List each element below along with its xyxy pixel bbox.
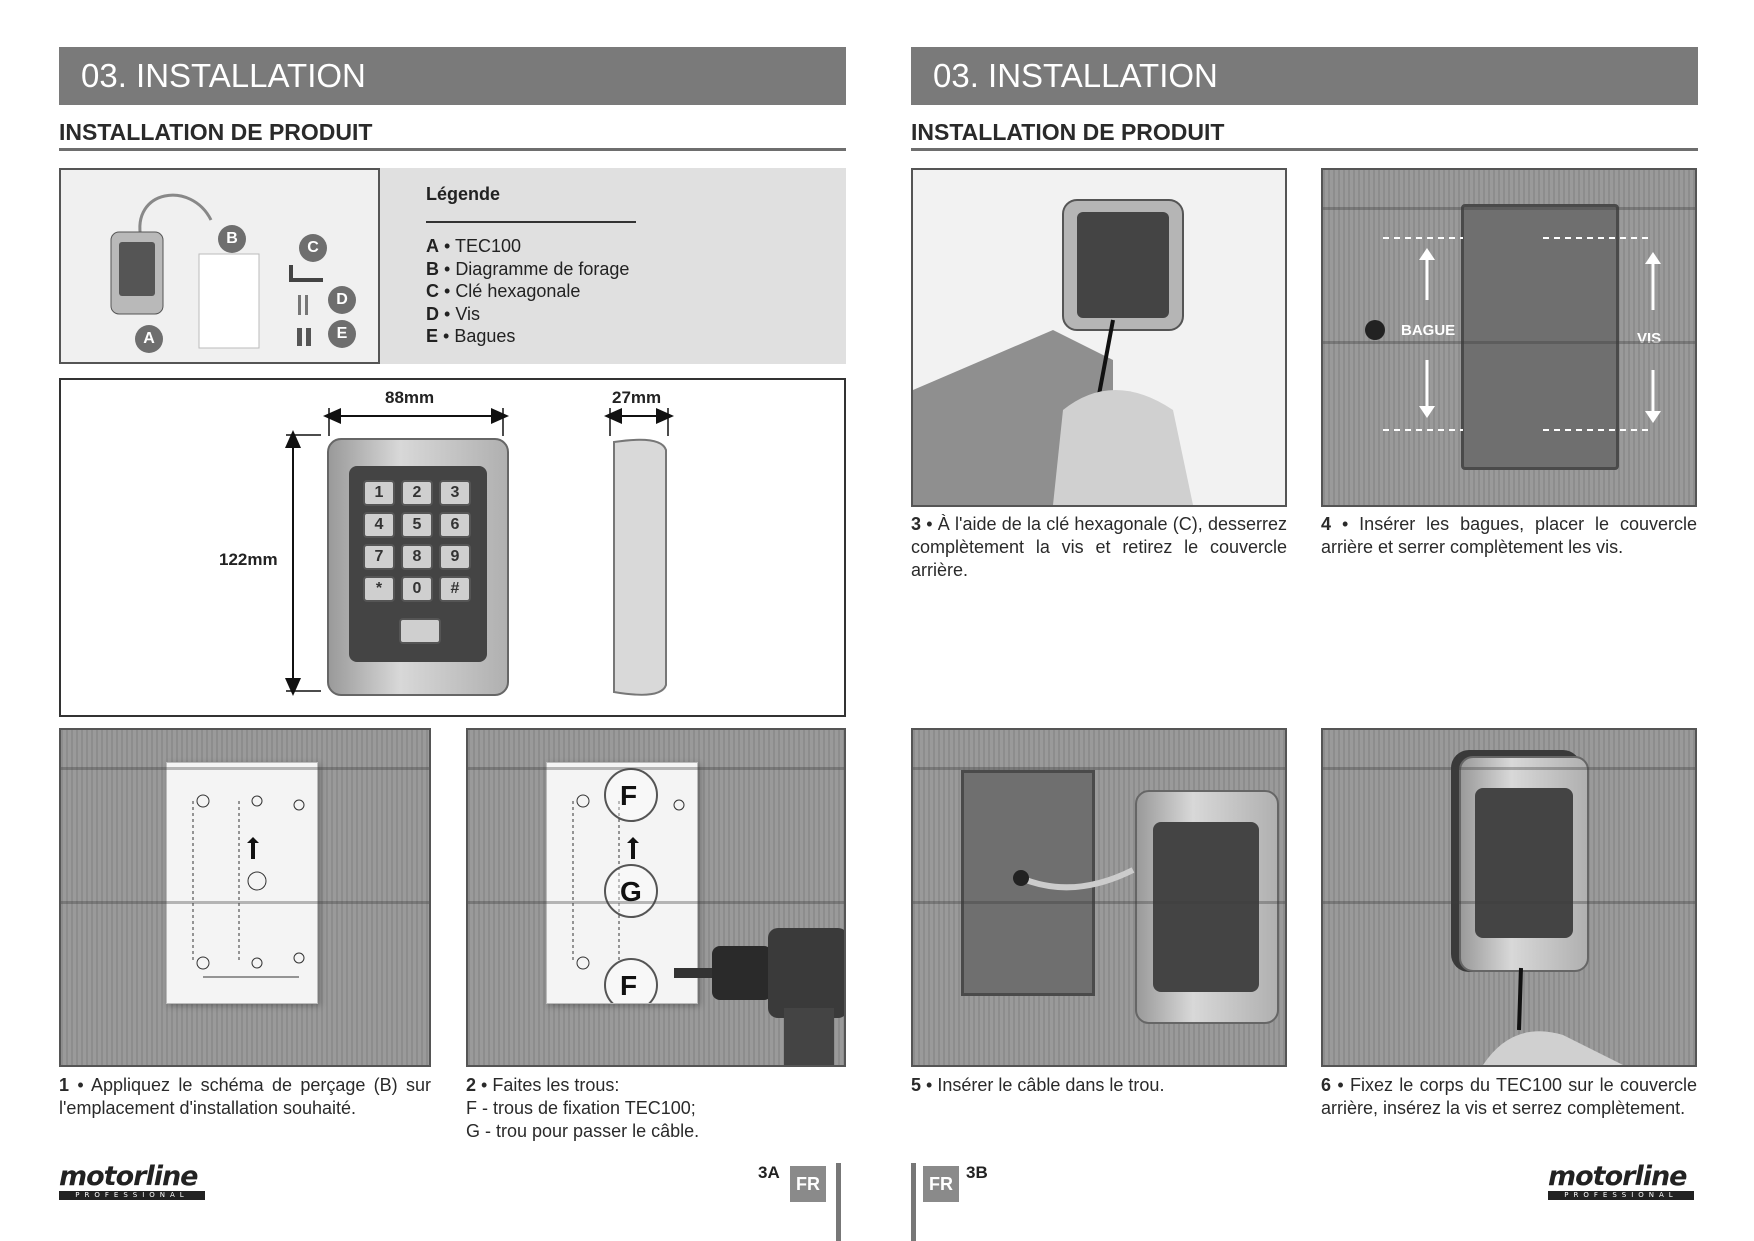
keypad-key: 9 bbox=[439, 544, 471, 570]
step6-photo bbox=[1321, 728, 1697, 1067]
step5-caption: 5 • Insérer le câble dans le trou. bbox=[911, 1075, 1165, 1095]
keypad-key: # bbox=[439, 576, 471, 602]
brand-logo-text: motorline bbox=[1548, 1161, 1688, 1192]
left-section-header: 03. INSTALLATION bbox=[59, 47, 846, 105]
part-label-b: B bbox=[218, 225, 246, 253]
power-drill bbox=[674, 928, 844, 1065]
label-bague: BAGUE bbox=[1401, 322, 1456, 339]
brand-logo-right: motorline PROFESSIONAL bbox=[1548, 1163, 1698, 1200]
legend-divider bbox=[426, 221, 636, 223]
keypad-key: 7 bbox=[363, 544, 395, 570]
drill-label-f-bottom: F bbox=[620, 970, 638, 1001]
keypad-key: 0 bbox=[401, 576, 433, 602]
dimension-depth: 27mm bbox=[612, 388, 662, 407]
keypad-key: 5 bbox=[401, 512, 433, 538]
keypad-key: 4 bbox=[363, 512, 395, 538]
step5-photo bbox=[911, 728, 1287, 1067]
step2-line1: 2 • Faites les trous: bbox=[466, 1075, 620, 1095]
step4-caption: 4 • Insérer les bagues, placer le couver… bbox=[1321, 514, 1697, 557]
brand-tagline: PROFESSIONAL bbox=[59, 1191, 205, 1200]
page-number-left: 3A bbox=[758, 1163, 780, 1182]
step6-caption: 6 • Fixez le corps du TEC100 sur le couv… bbox=[1321, 1075, 1697, 1118]
right-section-subheader: INSTALLATION DE PRODUIT bbox=[911, 117, 1698, 151]
language-badge-left: FR bbox=[790, 1166, 826, 1202]
dimension-width: 88mm bbox=[385, 388, 435, 407]
parts-photo: A B C D E bbox=[59, 168, 380, 364]
label-vis: VIS bbox=[1637, 330, 1662, 347]
brand-tagline: PROFESSIONAL bbox=[1548, 1191, 1694, 1200]
keypad-body bbox=[1135, 790, 1279, 1024]
brand-logo-left: motorline PROFESSIONAL bbox=[59, 1163, 209, 1200]
step1-photo bbox=[59, 728, 431, 1067]
dimension-height: 122mm bbox=[219, 550, 278, 569]
gutter-bar-left bbox=[836, 1163, 841, 1241]
keypad-front-view: 1 2 3 4 5 6 7 8 9 * 0 # bbox=[327, 438, 509, 696]
legend-title: Légende bbox=[426, 184, 501, 204]
legend-list: A • TEC100 B • Diagramme de forage C • C… bbox=[426, 235, 629, 348]
legend-item: B • Diagramme de forage bbox=[426, 258, 630, 279]
language-badge-right: FR bbox=[923, 1166, 959, 1202]
part-label-c: C bbox=[299, 234, 327, 262]
drill-label-g: G bbox=[620, 876, 642, 907]
keypad-key: 1 bbox=[363, 480, 395, 506]
keypad-inner bbox=[1475, 788, 1573, 938]
legend-item: C • Clé hexagonale bbox=[426, 281, 581, 301]
keypad-grid: 1 2 3 4 5 6 7 8 9 * 0 # bbox=[363, 480, 473, 602]
step2-photo: F G F bbox=[466, 728, 846, 1067]
step4-photo: BAGUE VIS bbox=[1321, 168, 1697, 507]
bell-key bbox=[399, 618, 441, 644]
step2-caption: 2 • Faites les trous: F - trous de fixat… bbox=[466, 1074, 846, 1143]
page-number-right: 3B bbox=[966, 1163, 988, 1182]
legend-box: Légende A • TEC100 B • Diagramme de fora… bbox=[380, 168, 846, 364]
step1-caption: 1 • Appliquez le schéma de perçage (B) s… bbox=[59, 1075, 431, 1118]
keypad-key: * bbox=[363, 576, 395, 602]
drilling-template bbox=[546, 762, 698, 1004]
keypad-inner bbox=[1153, 822, 1259, 992]
dimensions-panel: 88mm 27mm 122mm 1 2 3 4 5 6 7 8 9 * 0 # bbox=[59, 378, 846, 717]
brand-logo-text: motorline bbox=[59, 1161, 199, 1192]
keypad-key: 8 bbox=[401, 544, 433, 570]
legend-item: D • Vis bbox=[426, 303, 480, 324]
step2-line3: G - trou pour passer le câble. bbox=[466, 1121, 700, 1141]
legend-item: E • Bagues bbox=[426, 326, 516, 346]
drill-label-f-top: F bbox=[620, 780, 638, 811]
keypad-key: 6 bbox=[439, 512, 471, 538]
part-label-d: D bbox=[328, 286, 356, 314]
legend-item: A • TEC100 bbox=[426, 236, 522, 256]
step3-photo bbox=[911, 168, 1287, 507]
left-section-subheader: INSTALLATION DE PRODUIT bbox=[59, 117, 846, 151]
keypad-key: 3 bbox=[439, 480, 471, 506]
keypad-inner: 1 2 3 4 5 6 7 8 9 * 0 # bbox=[349, 466, 487, 662]
back-cover-plate bbox=[1461, 204, 1619, 470]
step2-line2: F - trous de fixation TEC100; bbox=[466, 1098, 696, 1118]
keypad-body bbox=[1459, 756, 1589, 972]
gutter-bar-right bbox=[911, 1163, 916, 1241]
part-label-a: A bbox=[135, 325, 163, 353]
step3-caption: 3 • À l'aide de la clé hexagonale (C), d… bbox=[911, 514, 1287, 580]
right-section-header: 03. INSTALLATION bbox=[911, 47, 1698, 105]
part-label-e: E bbox=[328, 320, 356, 348]
keypad-key: 2 bbox=[401, 480, 433, 506]
drilling-template bbox=[166, 762, 318, 1004]
